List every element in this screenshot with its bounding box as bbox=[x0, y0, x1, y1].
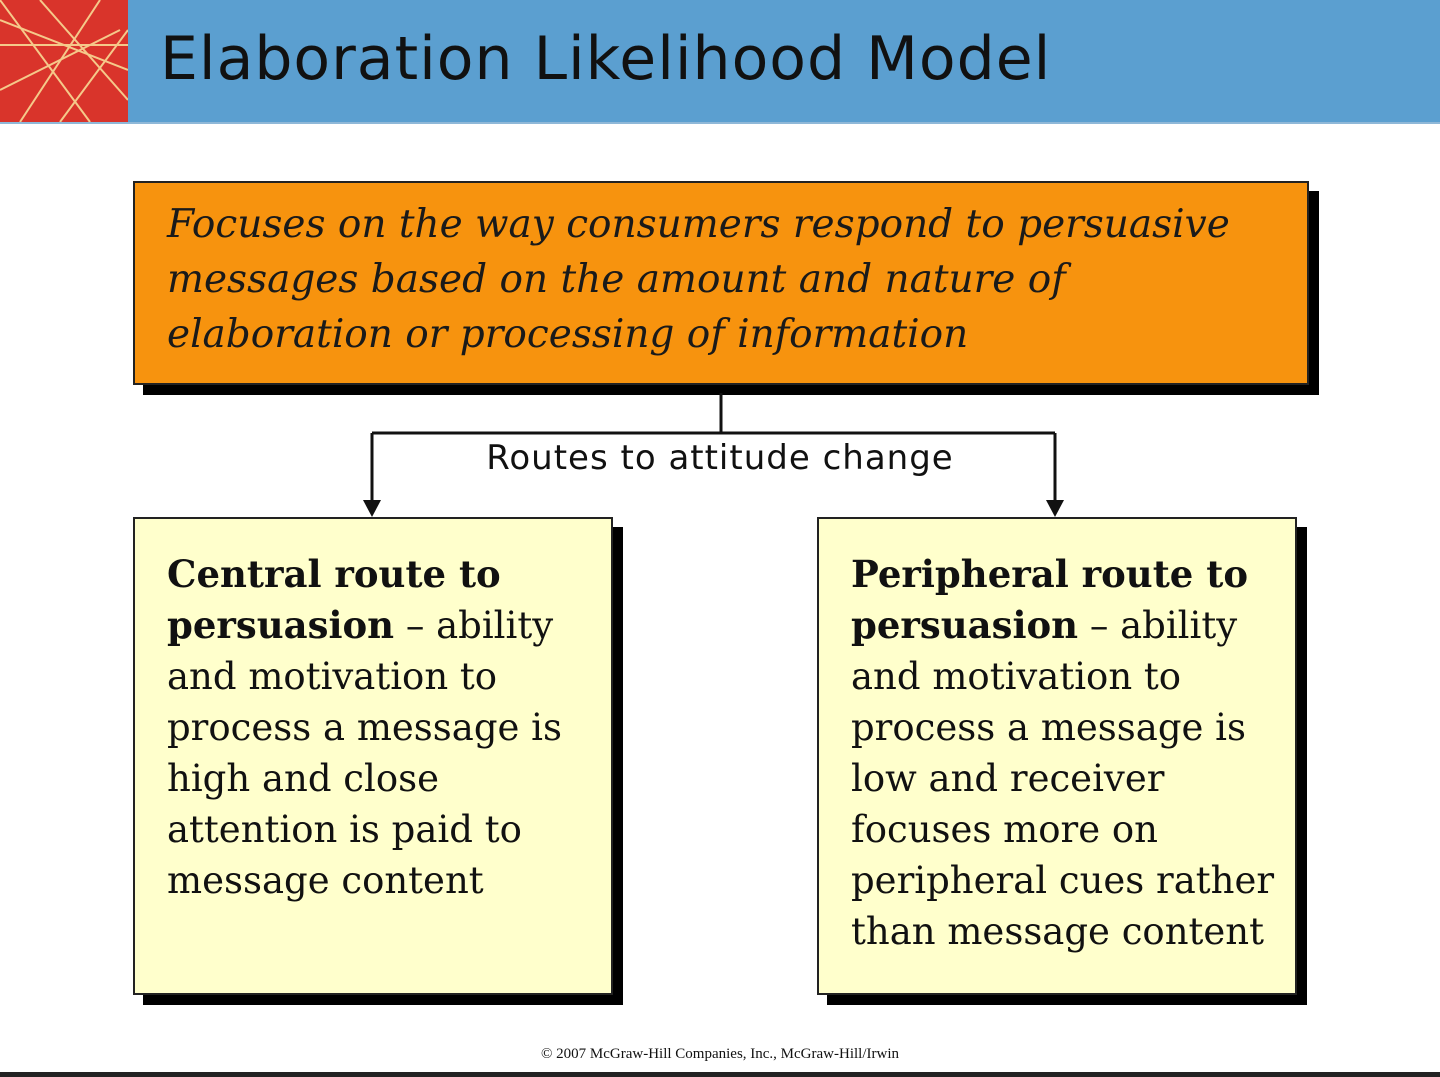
definition-box: Focuses on the way consumers respond to … bbox=[133, 181, 1309, 385]
routes-label: Routes to attitude change bbox=[0, 438, 1440, 478]
peripheral-route-box: Peripheral route to persuasion – ability… bbox=[817, 517, 1297, 995]
central-route-title: Central route to persuasion bbox=[167, 552, 501, 647]
route-connector bbox=[363, 393, 1064, 517]
logo-lines-icon bbox=[0, 0, 128, 122]
peripheral-route-dash: – bbox=[1078, 604, 1121, 647]
peripheral-route-body: ability and motivation to process a mess… bbox=[851, 604, 1275, 953]
arrow-down-icon bbox=[363, 500, 381, 517]
arrow-down-icon bbox=[1046, 500, 1064, 517]
central-route-dash: – bbox=[394, 604, 437, 647]
bottom-divider bbox=[0, 1072, 1440, 1077]
slide-title: Elaboration Likelihood Model bbox=[160, 24, 1052, 94]
copyright-notice: © 2007 McGraw-Hill Companies, Inc., McGr… bbox=[541, 1046, 899, 1062]
central-route-box: Central route to persuasion – ability an… bbox=[133, 517, 613, 995]
header-band bbox=[0, 0, 1440, 124]
peripheral-route-text: Peripheral route to persuasion – ability… bbox=[851, 549, 1275, 957]
central-route-text: Central route to persuasion – ability an… bbox=[167, 549, 591, 906]
peripheral-route-title: Peripheral route to persuasion bbox=[851, 552, 1248, 647]
definition-text: Focuses on the way consumers respond to … bbox=[167, 202, 1230, 357]
central-route-body: ability and motivation to process a mess… bbox=[167, 604, 563, 902]
